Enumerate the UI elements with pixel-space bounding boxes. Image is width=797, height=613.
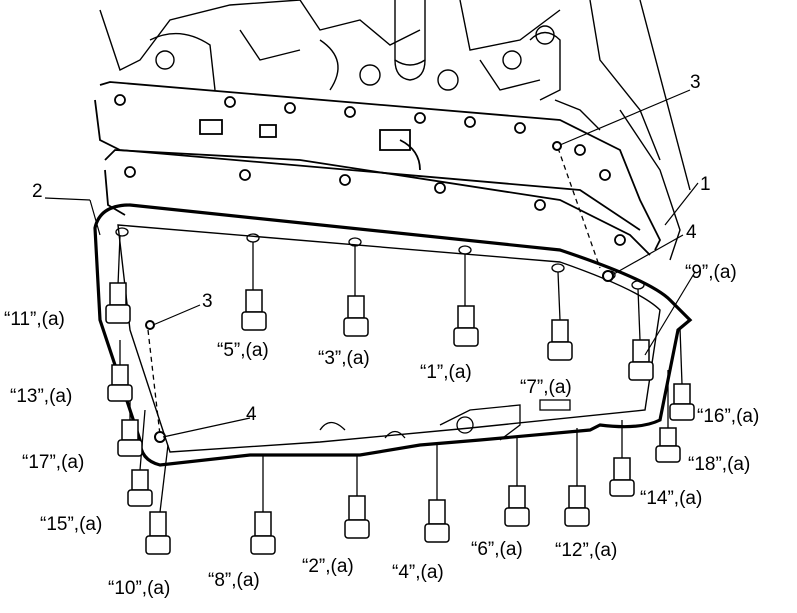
label-part-4-left: 4 [246, 404, 257, 425]
leader-lines [44, 89, 699, 438]
bolt-label-14: “14”,(a) [640, 488, 702, 509]
bolt-label-2: “2”,(a) [302, 556, 354, 577]
label-part-3-top: 3 [690, 72, 701, 93]
label-part-3-left: 3 [202, 291, 213, 312]
bolt-label-7: “7”,(a) [520, 377, 572, 398]
bolt-label-15: “15”,(a) [40, 514, 102, 535]
valve-body-plate-upper [94, 81, 662, 251]
transmission-case [99, 0, 691, 261]
item3-top-marker [552, 141, 562, 151]
label-part-4-right: 4 [686, 222, 697, 243]
seal-markers [145, 141, 614, 443]
bolt-label-4: “4”,(a) [392, 562, 444, 583]
bolt-label-16: “16”,(a) [697, 406, 759, 427]
valve-body-plate-lower [104, 119, 651, 256]
bolt-label-17: “17”,(a) [22, 452, 84, 473]
bolt-label-11: “11”,(a) [4, 309, 65, 330]
bolt-label-6: “6”,(a) [471, 539, 523, 560]
bolt-label-13: “13”,(a) [10, 386, 72, 407]
label-part-2: 2 [32, 181, 43, 202]
item4-right-marker [602, 270, 614, 282]
oil-pan [93, 203, 693, 467]
bolt-label-10: “10”,(a) [108, 578, 170, 599]
bolts [117, 147, 683, 513]
bolt-label-18: “18”,(a) [688, 454, 750, 475]
label-part-1: 1 [700, 174, 711, 195]
bolt-label-9: “9”,(a) [685, 262, 737, 283]
item3-left-marker [145, 320, 155, 330]
bolt-heads [105, 282, 695, 555]
labels: 2 1 3 4 3 4 “11”,(a) “5”,(a) “3”,(a) “1”… [4, 72, 759, 599]
bolt-label-8: “8”,(a) [208, 570, 260, 591]
bolt-label-1: “1”,(a) [420, 362, 472, 383]
bolt-label-5: “5”,(a) [217, 340, 269, 361]
bolt-label-3: “3”,(a) [318, 348, 370, 369]
bolt-label-12: “12”,(a) [555, 540, 617, 561]
